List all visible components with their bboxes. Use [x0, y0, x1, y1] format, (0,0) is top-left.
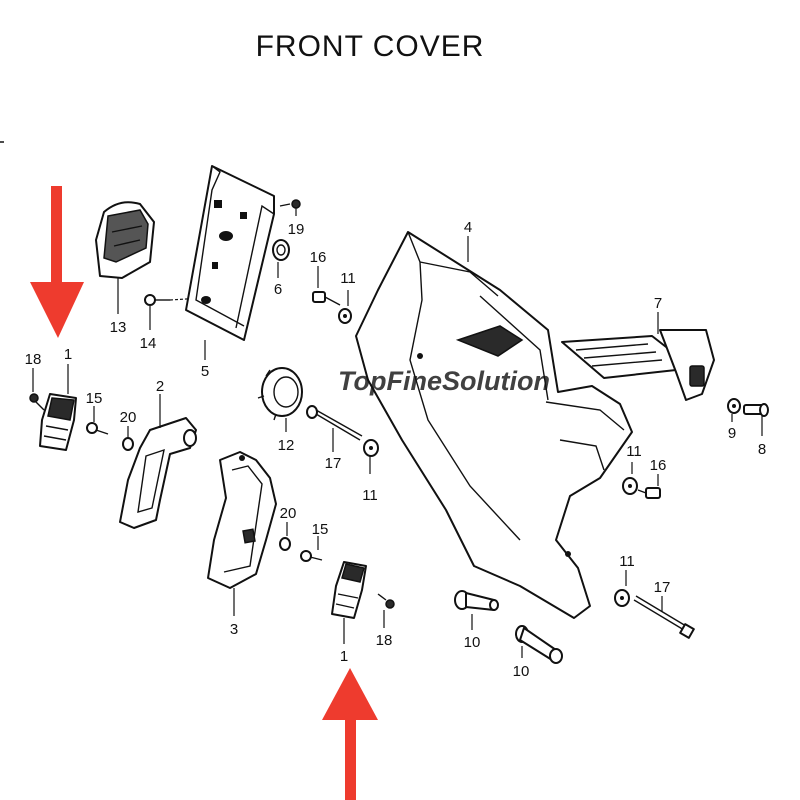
label-20-mid: 20 — [280, 505, 297, 522]
part-18-screw-left — [29, 368, 45, 411]
part-17-long-bolt-lower — [633, 595, 695, 639]
label-10-upper: 10 — [464, 634, 481, 651]
part-2-side-bracket — [119, 394, 197, 529]
label-17-lower: 17 — [654, 579, 671, 596]
part-11-washer-top — [338, 290, 352, 324]
part-4-front-cover-body — [355, 231, 633, 619]
part-10-pin-lower — [515, 625, 563, 664]
label-18-left: 18 — [25, 351, 42, 368]
part-11-washer-mid — [363, 439, 379, 474]
part-16-bolt-right — [637, 474, 661, 499]
label-4: 4 — [464, 219, 472, 236]
part-20-nut-left — [122, 426, 134, 451]
arrow-down-to-part-1-left — [30, 186, 84, 338]
part-9-washer — [727, 398, 741, 422]
label-9: 9 — [728, 425, 736, 442]
label-11-mid: 11 — [362, 487, 378, 504]
part-6-grommet — [272, 239, 290, 278]
label-19: 19 — [288, 221, 305, 238]
part-5-center-panel — [185, 165, 275, 360]
part-10-pin-upper — [454, 590, 499, 630]
label-16-right: 16 — [650, 457, 667, 474]
part-19-screw — [279, 199, 301, 216]
label-11-lower: 11 — [619, 553, 635, 570]
part-1-clip-bottom — [331, 561, 367, 644]
label-8: 8 — [758, 441, 766, 458]
part-1-clip-left — [39, 364, 77, 451]
label-6: 6 — [274, 281, 282, 298]
part-8-bolt — [743, 403, 769, 436]
label-15-left: 15 — [86, 390, 103, 407]
label-7: 7 — [654, 295, 662, 312]
label-2: 2 — [156, 378, 164, 395]
label-11-right: 11 — [626, 443, 642, 460]
label-3: 3 — [230, 621, 238, 638]
part-18-screw-bottom — [377, 593, 395, 628]
label-1-bottom: 1 — [340, 648, 348, 665]
label-18-bottom: 18 — [376, 632, 393, 649]
watermark-text: TopFineSolution — [338, 366, 550, 396]
part-13-emblem-cover — [95, 201, 155, 314]
part-17-long-bolt-mid — [306, 405, 363, 452]
part-12-ring-nut — [257, 367, 303, 432]
part-3-side-cover — [207, 451, 277, 616]
part-16-bolt-top — [312, 266, 341, 306]
label-11-top: 11 — [340, 270, 356, 287]
arrow-up-to-part-1-bottom — [322, 668, 378, 800]
label-5: 5 — [201, 363, 209, 380]
part-7-step-pad — [561, 312, 715, 401]
part-11-washer-lower — [614, 570, 630, 607]
label-20-left: 20 — [120, 409, 137, 426]
label-15-mid: 15 — [312, 521, 329, 538]
label-12: 12 — [278, 437, 295, 454]
part-15-screw-mid — [300, 536, 323, 562]
label-16-top: 16 — [310, 249, 327, 266]
label-17-mid: 17 — [325, 455, 342, 472]
label-1-left: 1 — [64, 346, 72, 363]
part-11-washer-right — [622, 462, 638, 495]
part-20-nut-mid — [279, 522, 291, 551]
label-14: 14 — [140, 335, 157, 352]
diagram-title: FRONT COVER — [256, 30, 485, 63]
part-14-screw — [144, 294, 203, 330]
part-15-screw-left — [86, 406, 109, 435]
label-13: 13 — [110, 319, 127, 336]
label-10-lower: 10 — [513, 663, 530, 680]
